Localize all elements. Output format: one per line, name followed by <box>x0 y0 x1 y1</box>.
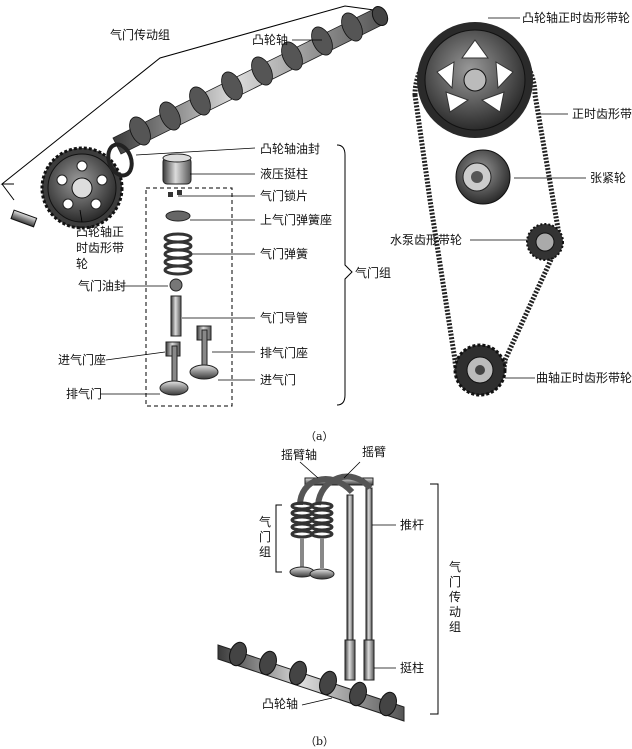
label-intake-valve-seat: 进气门座 <box>58 353 107 367</box>
label-valve-lock: 气门锁片 <box>260 189 309 203</box>
valve-group-exploded <box>145 153 233 407</box>
label-camshaft-pulley-left: 凸轮轴正时齿形带轮 <box>76 225 125 271</box>
label-upper-spring-seat: 上气门弹簧座 <box>260 213 333 227</box>
label-camshaft-b: 凸轮轴 <box>262 697 299 711</box>
crankshaft-timing-pulley <box>453 343 507 397</box>
label-valve-guide: 气门导管 <box>260 311 309 325</box>
label-rocker-arm: 摇臂 <box>362 445 387 459</box>
valve-group-bracket-b <box>275 504 282 573</box>
valve-drive-group-bracket-a <box>0 5 375 201</box>
push-rods <box>344 487 375 681</box>
rocker-assembly <box>297 473 374 506</box>
leader-lines-a <box>79 17 586 395</box>
label-rocker-shaft: 摇臂轴 <box>281 448 318 462</box>
camshaft-timing-pulley-top <box>417 22 533 138</box>
label-push-rod: 推杆 <box>400 518 425 532</box>
label-timing-belt: 正时齿形带 <box>572 107 632 121</box>
label-valve-oil-seal: 气门油封 <box>78 279 127 293</box>
label-tensioner: 张紧轮 <box>590 171 627 185</box>
valves-b <box>289 501 335 580</box>
camshaft-a <box>112 6 389 155</box>
valve-drive-group-bracket-b <box>430 483 439 715</box>
caption-a: （a） <box>305 430 334 443</box>
label-valve-spring: 气门弹簧 <box>260 247 309 261</box>
label-valve-drive-group-a: 气门传动组 <box>110 28 171 42</box>
tensioner-pulley <box>455 149 511 205</box>
camshaft-oil-seal-ring <box>106 142 134 178</box>
label-exhaust-valve: 排气门 <box>66 387 103 401</box>
camshaft-timing-pulley-left <box>40 146 124 230</box>
label-valve-drive-group-b: 气门传动组 <box>448 560 461 634</box>
leader-lines-b <box>299 461 396 706</box>
label-crankshaft-pulley: 曲轴正时齿形带轮 <box>536 371 632 385</box>
label-exhaust-valve-seat: 排气门座 <box>260 346 309 360</box>
valve-group-bracket-a <box>336 144 353 406</box>
label-camshaft-a: 凸轮轴 <box>252 33 289 47</box>
label-camshaft-oil-seal: 凸轮轴油封 <box>260 142 321 156</box>
label-tappet: 挺柱 <box>400 661 425 675</box>
water-pump-pulley <box>526 223 564 261</box>
label-intake-valve: 进气门 <box>260 373 297 387</box>
label-valve-group-b: 气门组 <box>258 515 271 559</box>
label-valve-group-a: 气门组 <box>355 266 392 280</box>
camshaft-b <box>217 641 405 722</box>
label-hydraulic-tappet: 液压挺柱 <box>260 167 309 181</box>
label-camshaft-timing-pulley-top: 凸轮轴正时齿形带轮 <box>522 11 631 25</box>
caption-b: （b） <box>305 735 335 748</box>
label-water-pump-pulley: 水泵齿形带轮 <box>390 233 463 247</box>
pulley-bolt <box>10 209 38 228</box>
